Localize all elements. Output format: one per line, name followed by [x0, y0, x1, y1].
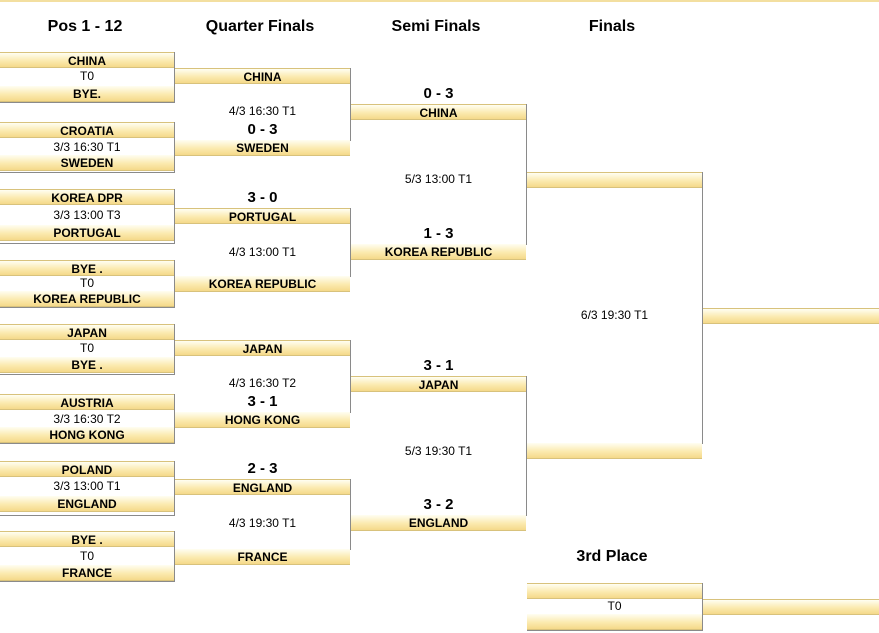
team-cell: HONG KONG	[0, 427, 174, 443]
match-info: 3/3 13:00 T3	[53, 208, 121, 222]
score-label: 3 - 0	[247, 189, 278, 206]
team-cell: SWEDEN	[0, 155, 174, 171]
match-info: 4/3 19:30 T1	[228, 516, 297, 530]
team-cell	[527, 614, 702, 630]
team-cell: CHINA	[351, 104, 526, 120]
team-cell: POLAND	[0, 461, 174, 477]
match-info: 3/3 16:30 T1	[53, 140, 121, 154]
score-label: 2 - 3	[247, 460, 278, 477]
team-cell: KOREA DPR	[0, 189, 174, 205]
match-info: T0	[607, 599, 622, 613]
team-cell: KOREA REPUBLIC	[175, 276, 350, 292]
score-label: 3 - 1	[423, 357, 454, 374]
team-cell: ENGLAND	[175, 479, 350, 495]
match-info: T0	[79, 549, 94, 563]
match-info: 6/3 19:30 T1	[580, 308, 649, 322]
header-semi-finals: Semi Finals	[391, 18, 481, 35]
header-pos: Pos 1 - 12	[47, 18, 123, 35]
team-cell: BYE .	[0, 357, 174, 373]
team-cell	[527, 443, 702, 459]
team-cell: BYE .	[0, 531, 174, 547]
team-cell: JAPAN	[175, 340, 350, 356]
score-label: 0 - 3	[247, 121, 278, 138]
score-label: 0 - 3	[423, 85, 454, 102]
team-cell: JAPAN	[351, 376, 526, 392]
team-cell: FRANCE	[175, 549, 350, 565]
team-cell: PORTUGAL	[175, 208, 350, 224]
match-info: T0	[79, 341, 94, 355]
team-cell: BYE .	[0, 260, 174, 276]
match-info: T0	[79, 276, 94, 290]
match-info: T0	[79, 69, 94, 83]
champion-cell	[703, 308, 879, 324]
match-info: 4/3 13:00 T1	[228, 245, 297, 259]
team-cell: FRANCE	[0, 565, 174, 581]
team-cell: KOREA REPUBLIC	[0, 291, 174, 307]
team-cell: CROATIA	[0, 122, 174, 138]
team-cell	[527, 583, 702, 599]
match-info: 4/3 16:30 T1	[228, 104, 297, 118]
team-cell: HONG KONG	[175, 412, 350, 428]
team-cell	[527, 172, 702, 188]
match-info: 5/3 13:00 T1	[404, 172, 473, 186]
match-info: 3/3 16:30 T2	[53, 412, 121, 426]
team-cell: CHINA	[0, 52, 174, 68]
team-cell: JAPAN	[0, 324, 174, 340]
team-cell: CHINA	[175, 68, 350, 84]
header-finals: Finals	[588, 18, 636, 35]
team-cell: SWEDEN	[175, 140, 350, 156]
third-place-winner-cell	[703, 599, 879, 615]
score-label: 1 - 3	[423, 225, 454, 242]
team-cell: AUSTRIA	[0, 394, 174, 410]
team-cell: KOREA REPUBLIC	[351, 244, 526, 260]
team-cell: ENGLAND	[351, 515, 526, 531]
team-cell: PORTUGAL	[0, 225, 174, 241]
team-cell: ENGLAND	[0, 496, 174, 512]
match-info: 4/3 16:30 T2	[228, 376, 297, 390]
score-label: 3 - 2	[423, 496, 454, 513]
match-info: 5/3 19:30 T1	[404, 444, 473, 458]
header-quarter-finals: Quarter Finals	[205, 18, 315, 35]
header-third-place: 3rd Place	[576, 548, 648, 565]
team-cell: BYE.	[0, 86, 174, 102]
match-info: 3/3 13:00 T1	[53, 479, 121, 493]
top-border	[0, 0, 879, 2]
score-label: 3 - 1	[247, 393, 278, 410]
